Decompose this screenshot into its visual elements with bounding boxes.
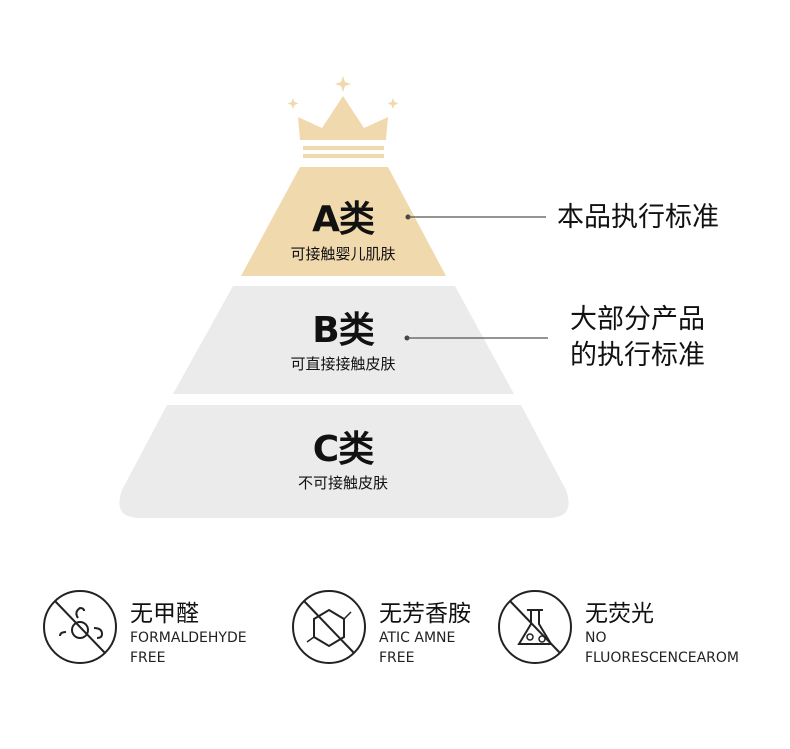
no-fluorescence-icon xyxy=(498,590,572,664)
tier-c-grade: C类 xyxy=(312,429,374,470)
callout-b-line1: 大部分产品 xyxy=(570,304,705,335)
callout-line-a xyxy=(405,214,546,220)
feature-title: 无甲醛 xyxy=(130,601,199,627)
tier-c-shape xyxy=(119,405,569,518)
tier-a-description: 可接触婴儿肌肤 xyxy=(290,245,396,263)
feature-en-line1: ATIC AMNE xyxy=(379,630,456,646)
tier-c-description: 不可接触皮肤 xyxy=(297,474,388,492)
callout-b-line2: 的执行标准 xyxy=(570,340,705,371)
feature-en-line1: NO xyxy=(585,630,607,646)
feature-en-line2: FLUORESCENCEAROM xyxy=(585,650,739,666)
crown-icon xyxy=(287,76,399,158)
callout-a-label: 本品执行标准 xyxy=(557,202,719,233)
feature-subtitle: NO FLUORESCENCEAROM xyxy=(585,628,739,668)
feature-en-line2: FREE xyxy=(379,650,415,666)
feature-title: 无荧光 xyxy=(585,601,654,627)
callout-line-b xyxy=(404,335,548,341)
tier-b-description: 可直接接触皮肤 xyxy=(290,355,396,373)
feature-subtitle: FORMALDEHYDE FREE xyxy=(130,628,247,668)
feature-en-line1: FORMALDEHYDE xyxy=(130,630,247,646)
tier-b-grade: B类 xyxy=(312,310,374,351)
feature-subtitle: ATIC AMNE FREE xyxy=(379,628,455,668)
tier-b-shape xyxy=(173,286,514,394)
feature-en-line2: FREE xyxy=(130,650,166,666)
tier-a-shape xyxy=(241,167,446,276)
tier-a-grade: A类 xyxy=(312,199,375,240)
no-aromatic-amine-icon xyxy=(292,590,366,664)
feature-title: 无芳香胺 xyxy=(379,601,471,627)
no-formaldehyde-icon xyxy=(43,590,117,664)
